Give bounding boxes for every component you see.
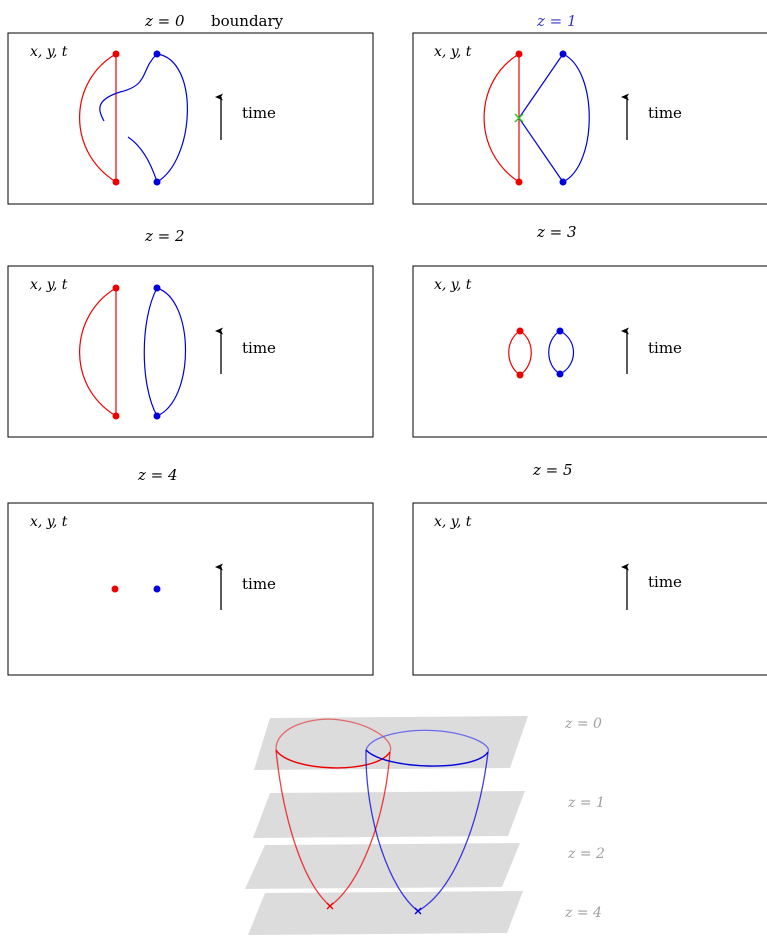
blue-endpoint-marker	[414, 907, 422, 915]
red-endpoint	[112, 50, 120, 58]
time-label: time	[648, 104, 682, 122]
blue-worldline	[127, 136, 158, 183]
blue-endpoint	[153, 412, 161, 420]
panel-frame	[7, 265, 374, 438]
blue-endpoint	[153, 585, 161, 593]
red-endpoint	[112, 178, 120, 186]
stacked-slices-illustration: z = 0 z = 1 z = 2 z = 4	[245, 716, 605, 935]
blue-worldline	[156, 53, 188, 183]
blue-worldline	[156, 287, 187, 417]
red-endpoint-marker	[326, 902, 334, 910]
coords-label: x, y, t	[30, 277, 68, 293]
red-worldline	[483, 53, 520, 183]
blue-endpoint	[556, 327, 564, 335]
coords-label: x, y, t	[434, 514, 472, 530]
blue-worldline	[143, 287, 158, 417]
panel-frame	[7, 502, 374, 676]
red-worldline	[508, 330, 521, 376]
time-label: time	[242, 575, 276, 593]
coords-label: x, y, t	[30, 44, 68, 60]
slice-label: z = 1	[567, 795, 605, 811]
blue-endpoint	[559, 50, 567, 58]
red-endpoint	[515, 50, 523, 58]
time-label: time	[648, 573, 682, 591]
panel-frame	[412, 265, 767, 438]
blue-worldline	[559, 330, 574, 375]
panel-title: z = 2	[144, 227, 185, 245]
coords-label: x, y, t	[30, 514, 68, 530]
red-endpoint	[516, 327, 524, 335]
panel-z0: z = 0 boundary x, y, t time	[7, 12, 374, 205]
red-endpoint	[515, 178, 523, 186]
slice-label: z = 0	[564, 716, 602, 732]
blue-worldline	[518, 53, 564, 119]
blue-worldline	[99, 53, 158, 122]
coords-label: x, y, t	[434, 44, 472, 60]
time-label: time	[242, 339, 276, 357]
blue-endpoint	[153, 50, 161, 58]
panel-frame	[412, 502, 767, 676]
blue-worldline	[518, 117, 564, 183]
red-worldline	[519, 330, 532, 376]
panel-title: z = 4	[137, 466, 178, 484]
red-endpoint	[516, 371, 524, 379]
panel-title: z = 5	[532, 461, 573, 479]
blue-endpoint	[153, 284, 161, 292]
panel-z3: z = 3 x, y, t time	[412, 223, 767, 438]
panel-z4: z = 4 x, y, t time	[7, 466, 374, 676]
red-endpoint	[112, 412, 120, 420]
blue-endpoint	[556, 370, 564, 378]
panel-z1: z = 1 x, y, t time	[412, 12, 767, 205]
time-label: time	[242, 104, 276, 122]
coords-label: x, y, t	[434, 277, 472, 293]
slice-plane-z1	[253, 791, 525, 838]
slice-plane-z0	[254, 716, 528, 770]
slice-label: z = 2	[567, 846, 605, 862]
red-endpoint	[111, 585, 119, 593]
panel-title: z = 0	[144, 12, 185, 30]
blue-endpoint	[153, 178, 161, 186]
blue-worldline	[562, 53, 590, 183]
panel-title-extra: boundary	[211, 12, 284, 30]
time-label: time	[648, 339, 682, 357]
panel-z2: z = 2 x, y, t time	[7, 227, 374, 438]
panel-z5: z = 5 x, y, t time	[412, 461, 767, 676]
red-endpoint	[112, 284, 120, 292]
crossing-marker	[514, 113, 524, 123]
slice-plane-z4	[248, 891, 523, 935]
red-worldline	[79, 287, 117, 417]
panel-frame	[412, 32, 767, 205]
panel-frame	[7, 32, 374, 205]
blue-endpoint	[559, 178, 567, 186]
blue-surface	[365, 729, 489, 912]
panel-title: z = 1	[536, 12, 577, 30]
red-worldline	[79, 53, 117, 183]
blue-worldline	[548, 330, 561, 375]
slice-plane-z2	[245, 843, 520, 889]
panel-title: z = 3	[536, 223, 577, 241]
slice-label: z = 4	[564, 905, 602, 921]
